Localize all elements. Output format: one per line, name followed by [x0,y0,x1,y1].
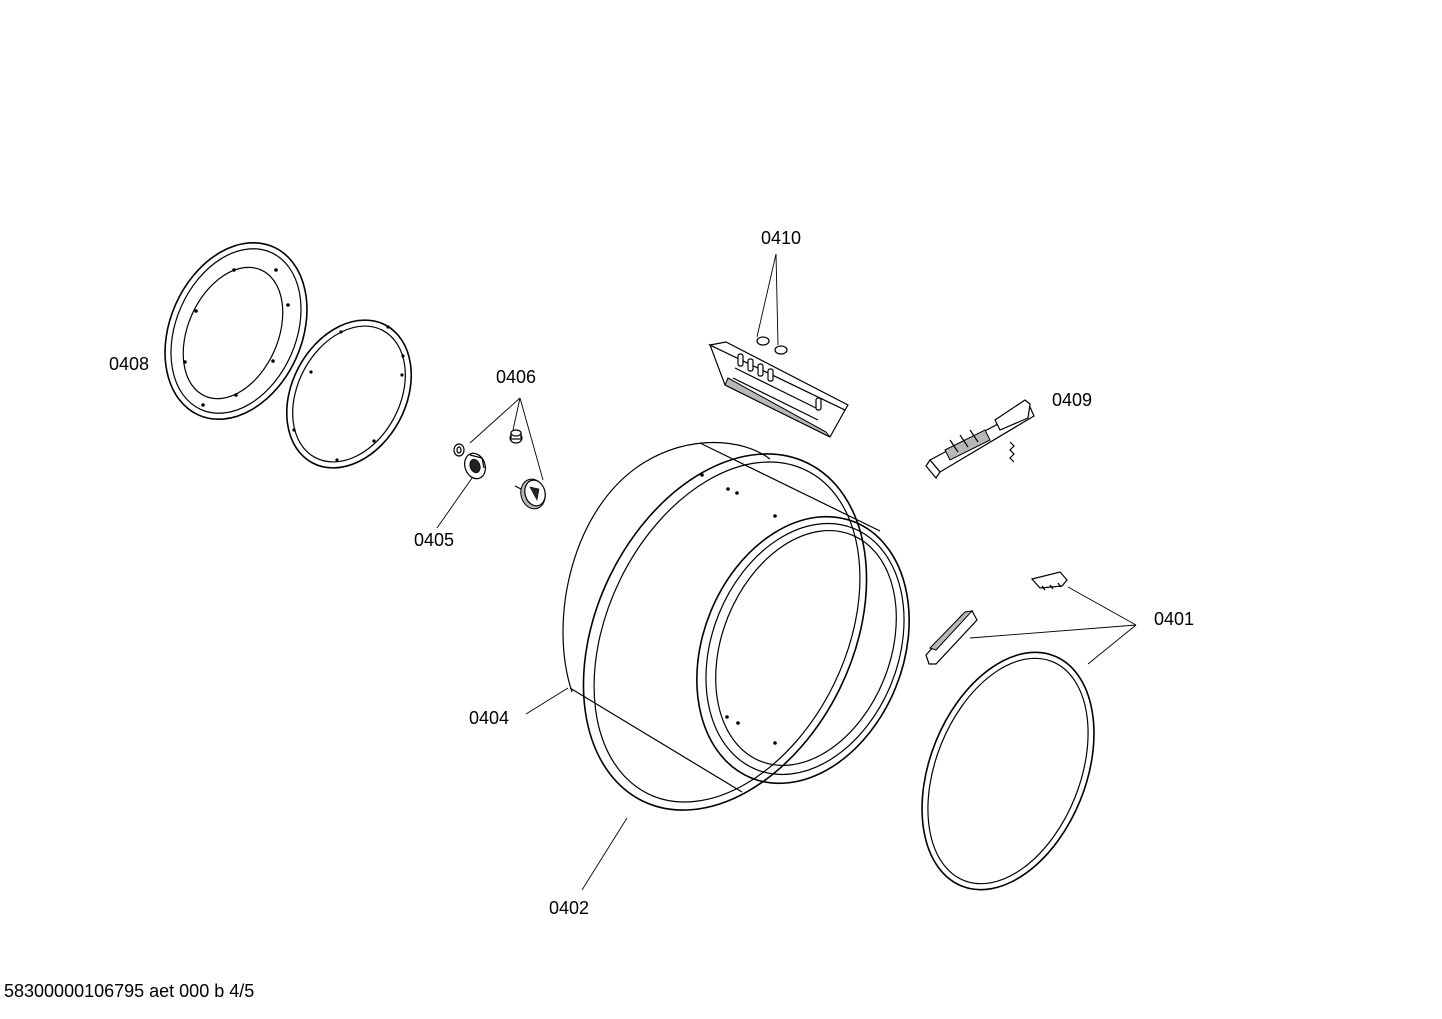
label-0406: 0406 [496,367,536,387]
part-0406-nut [453,443,465,457]
leader-lines [436,253,1137,891]
part-0401-lifter-rib [925,610,978,665]
label-0410: 0410 [761,228,801,248]
part-0402-seal-band [582,453,868,811]
part-0406-wheel [514,478,546,510]
label-0402: 0402 [549,898,589,918]
label-0401: 0401 [1154,609,1194,629]
part-0408-inner-ring [285,319,413,469]
part-0405-roller [464,452,486,480]
part-labels: 0410 0408 0406 0409 0405 0401 0404 0402 [109,228,1194,918]
part-0410-bracket [708,336,849,438]
label-0404: 0404 [469,708,509,728]
part-0401-lifter-small [1030,571,1068,591]
label-0405: 0405 [414,530,454,550]
part-0406-bolt [509,429,523,444]
label-0409: 0409 [1052,390,1092,410]
part-0401-seal-ring [921,651,1095,891]
part-0408-outer-ring [164,241,308,421]
document-reference: 58300000106795 aet 000 b 4/5 [4,981,255,1001]
part-0409-latch [925,399,1035,480]
part-0404-drum-front [696,515,910,785]
part-0404-drum [562,441,881,793]
label-0408: 0408 [109,354,149,374]
